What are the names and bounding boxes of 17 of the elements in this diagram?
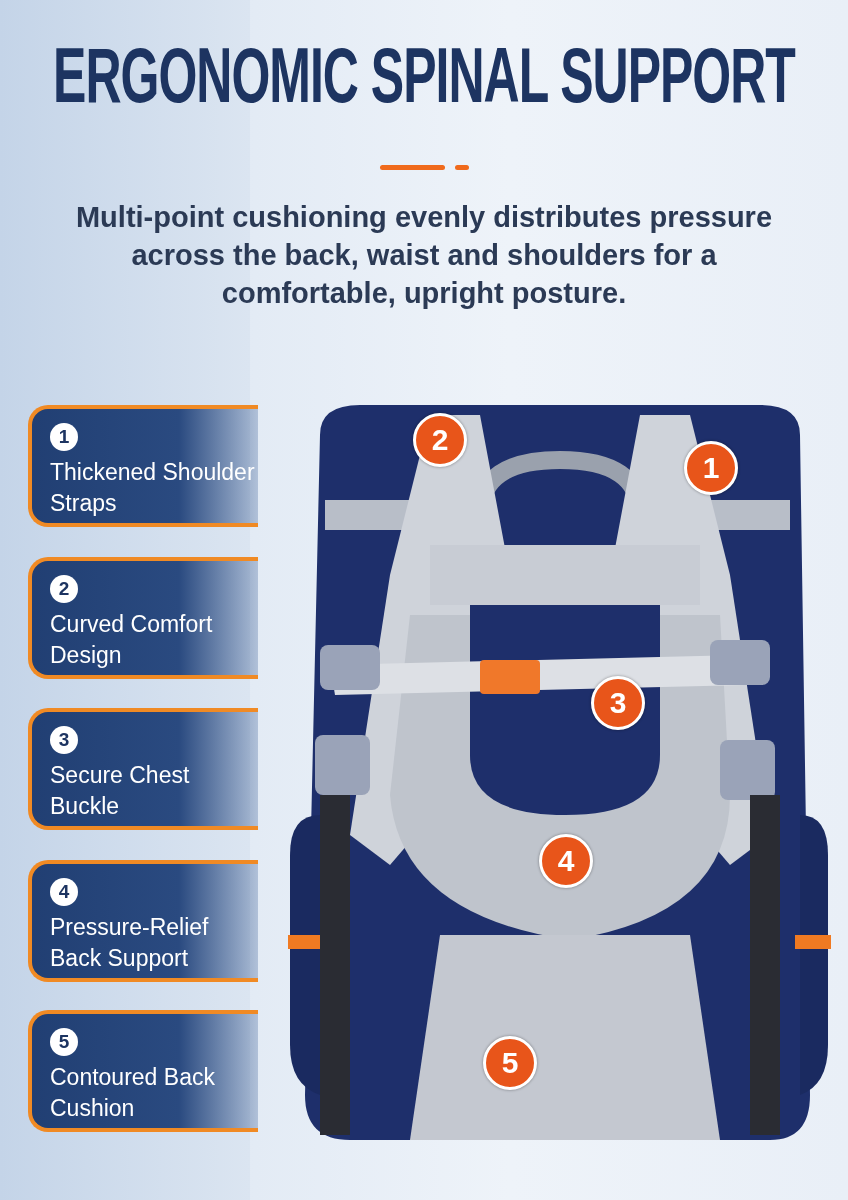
subtitle: Multi-point cushioning evenly distributes pressure across the back, waist and shoulders for a comfortable, upright posture. bbox=[74, 200, 774, 311]
number-badge: 3 bbox=[50, 726, 78, 754]
number-badge: 4 bbox=[50, 878, 78, 906]
feature-label: Curved Comfort Design bbox=[50, 610, 214, 670]
feature-label: Thickened Shoulder Straps bbox=[50, 458, 256, 518]
feature-label: Contoured Back Cushion bbox=[50, 1063, 216, 1123]
number-badge: 5 bbox=[50, 1028, 78, 1056]
feature-card bbox=[28, 557, 258, 679]
number-badge: 2 bbox=[50, 575, 78, 603]
feature-label: Pressure-Relief Back Support bbox=[50, 913, 210, 973]
feature-label: Secure Chest Buckle bbox=[50, 761, 191, 821]
title: ERGONOMIC SPINAL SUPPORT bbox=[53, 32, 795, 120]
feature-card bbox=[28, 708, 258, 830]
number-badge: 1 bbox=[50, 423, 78, 451]
feature-card bbox=[28, 860, 258, 982]
feature-card bbox=[28, 1010, 258, 1132]
feature-card bbox=[28, 405, 258, 527]
